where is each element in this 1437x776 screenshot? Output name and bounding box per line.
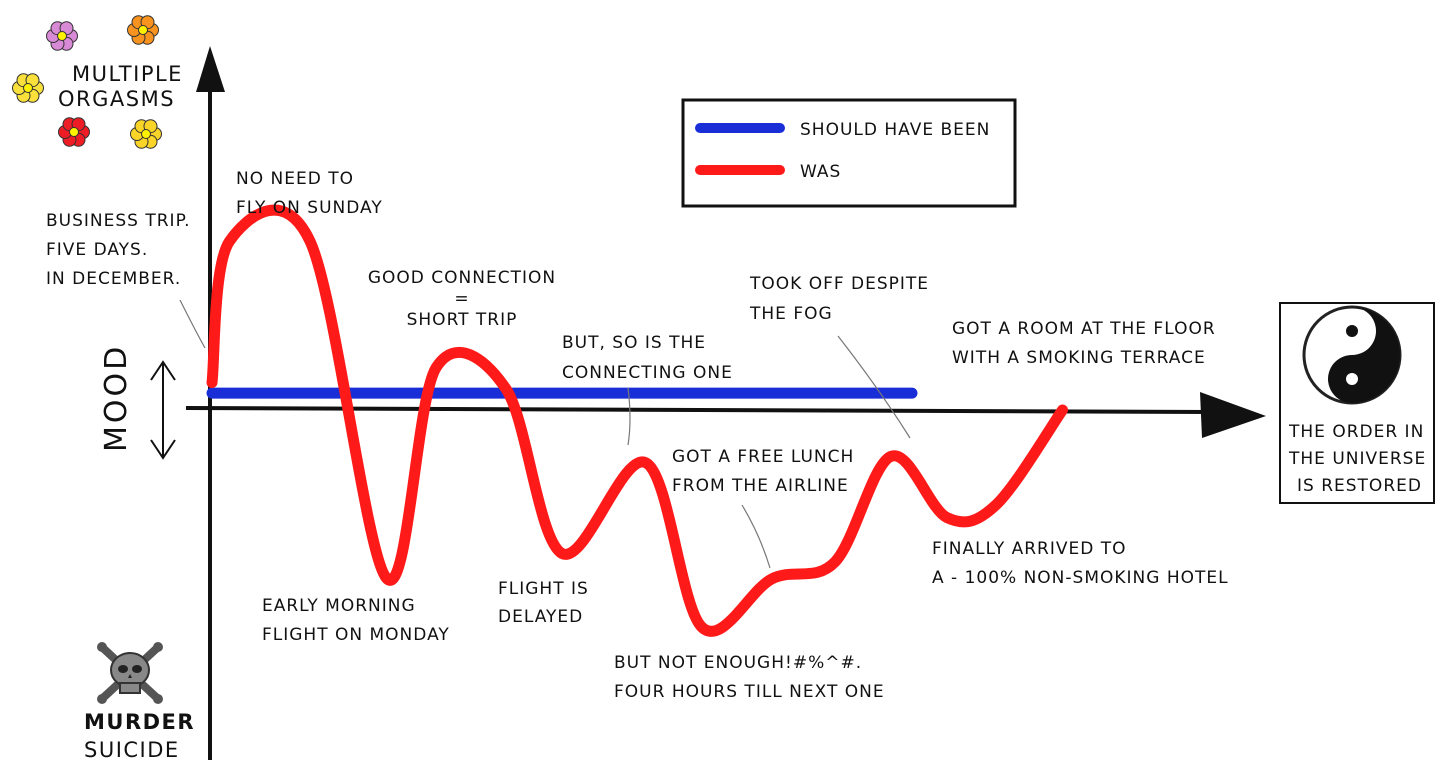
end-box-line-1: THE ORDER IN xyxy=(1288,422,1424,442)
annotation-early-morning-line-2: FLIGHT ON MONDAY xyxy=(262,625,450,645)
x-axis xyxy=(185,406,1211,414)
end-box-line-3: IS RESTORED xyxy=(1297,476,1422,496)
yin-yang-icon xyxy=(1302,305,1402,405)
flower-icon xyxy=(46,21,78,51)
annotation-business-trip-line-1: BUSINESS TRIP. xyxy=(46,211,191,231)
annotation-business-trip-line-2: FIVE DAYS. xyxy=(46,240,148,260)
annotation-business-trip-line-3: IN DECEMBER. xyxy=(46,269,181,289)
flower-icon xyxy=(130,119,162,149)
skull-crossbones-icon xyxy=(97,642,163,704)
annotations: BUSINESS TRIP. FIVE DAYS. IN DECEMBER. NO N… xyxy=(46,169,1229,702)
annotation-good-connection-line-1: GOOD CONNECTION xyxy=(368,268,556,288)
y-bottom-label-line-1: MURDER xyxy=(84,710,195,734)
annotation-flight-delayed-line-2: DELAYED xyxy=(498,607,583,627)
annotation-no-need-line-2: FLY ON SUNDAY xyxy=(236,198,383,218)
legend-label-was: WAS xyxy=(800,162,841,182)
double-arrow-icon xyxy=(150,360,176,460)
annotation-free-lunch-line-1: GOT A FREE LUNCH xyxy=(672,447,854,467)
flower-icon xyxy=(127,15,159,45)
y-axis-arrowhead xyxy=(196,46,225,92)
order-restored-box: THE ORDER IN THE UNIVERSE IS RESTORED xyxy=(1279,302,1435,504)
end-box-line-2: THE UNIVERSE xyxy=(1288,449,1426,469)
annotation-good-connection-line-2: = xyxy=(454,289,469,309)
annotation-connecting-one-line-1: BUT, SO IS THE xyxy=(562,333,706,353)
flower-icon-group xyxy=(12,15,162,149)
legend-box xyxy=(681,98,1017,208)
x-axis-arrowhead xyxy=(1200,392,1266,438)
flower-icon xyxy=(58,117,90,147)
annotation-not-enough-line-1: BUT NOT ENOUGH!#%^#. xyxy=(614,653,862,673)
annotation-early-morning-line-1: EARLY MORNING xyxy=(262,596,416,616)
y-top-label-line-2: ORGASMS xyxy=(58,87,175,111)
legend: SHOULD HAVE BEEN WAS xyxy=(681,98,1017,208)
annotation-no-need-line-1: NO NEED TO xyxy=(236,169,354,189)
legend-label-should-have-been: SHOULD HAVE BEEN xyxy=(800,120,990,140)
annotation-finally-arrived-line-2: A - 100% NON-SMOKING HOTEL xyxy=(932,568,1229,588)
flower-icon xyxy=(12,73,44,103)
annotation-took-off-line-1: TOOK OFF DESPITE xyxy=(749,274,929,294)
annotation-good-connection-line-3: SHORT TRIP xyxy=(407,310,518,330)
y-top-label-line-1: MULTIPLE xyxy=(72,62,183,86)
annotation-room-floor-line-2: WITH A SMOKING TERRACE xyxy=(952,348,1206,368)
y-bottom-label-line-2: SUICIDE xyxy=(84,738,180,762)
series-line-was xyxy=(206,204,1068,637)
annotation-not-enough-line-2: FOUR HOURS TILL NEXT ONE xyxy=(614,682,885,702)
annotation-finally-arrived-line-1: FINALLY ARRIVED TO xyxy=(932,539,1127,559)
annotation-room-floor-line-1: GOT A ROOM AT THE FLOOR xyxy=(952,319,1216,339)
annotation-connecting-one-line-2: CONNECTING ONE xyxy=(562,363,733,383)
annotation-leaders xyxy=(179,299,911,569)
annotation-flight-delayed-line-1: FLIGHT IS xyxy=(498,579,589,599)
annotation-took-off-line-2: THE FOG xyxy=(749,304,833,324)
annotation-free-lunch-line-2: FROM THE AIRLINE xyxy=(672,476,849,496)
y-axis-label: MOOD xyxy=(99,344,134,452)
